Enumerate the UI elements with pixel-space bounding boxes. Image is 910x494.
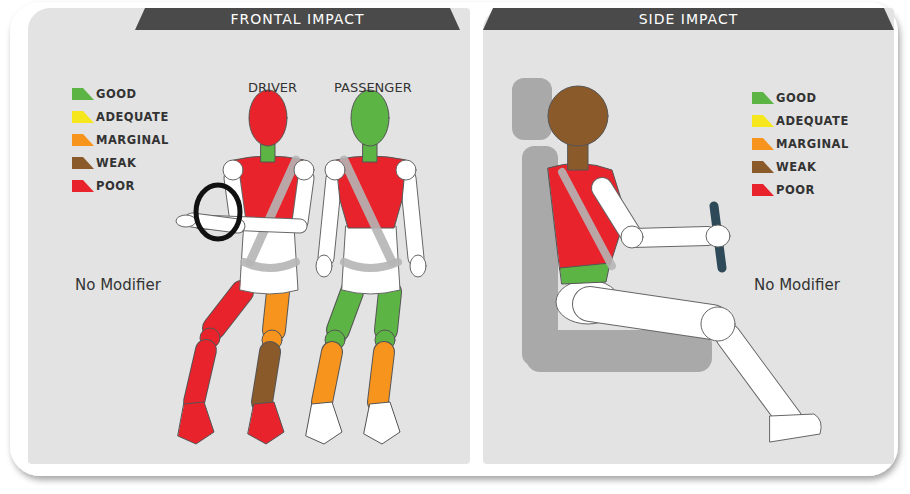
panel-heading: SIDE IMPACT xyxy=(483,8,894,30)
seat-headrest xyxy=(512,78,552,140)
impact-panel: FRONTAL IMPACT xyxy=(28,8,470,464)
driver-dummy xyxy=(176,90,314,444)
passenger-dummy xyxy=(306,90,426,444)
side-dummy xyxy=(512,78,821,442)
seat-back xyxy=(522,146,558,366)
impact-panel: SIDE IMPACT xyxy=(483,8,894,464)
seat-cushion xyxy=(526,330,712,372)
panel-heading: FRONTAL IMPACT xyxy=(135,8,460,30)
card-frame xyxy=(10,2,898,476)
